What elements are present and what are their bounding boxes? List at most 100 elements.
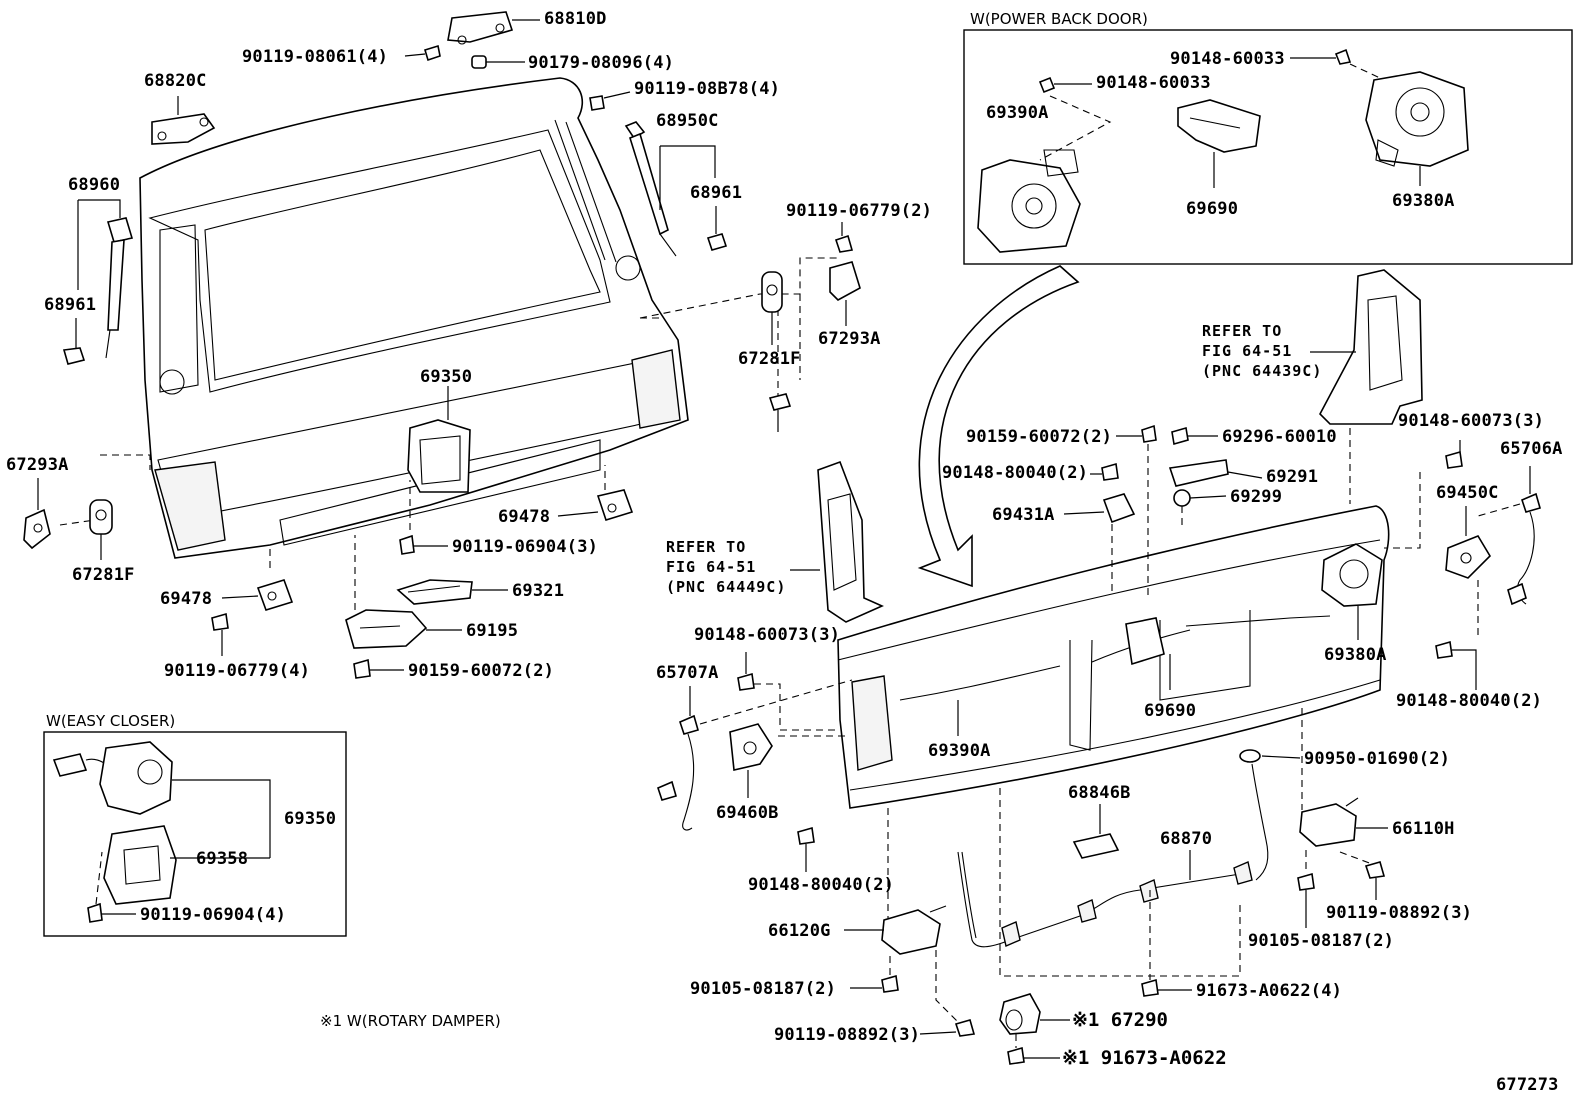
pbd-part-69380A[interactable]: 69380A [1365, 71, 1469, 211]
label-90119-08892-right: 90119-08892(3) [1326, 903, 1472, 923]
part-69321[interactable]: 69321 [396, 579, 564, 605]
label-68870: 68870 [1160, 829, 1212, 849]
part-65707A[interactable]: 65707A [656, 663, 719, 831]
pbd-part-90148-60033-a[interactable]: 90148-60033 [1038, 73, 1211, 94]
part-90159-60072-bottom[interactable]: 90159-60072(2) [353, 658, 554, 681]
label-67281F-left: 67281F [72, 565, 135, 585]
pbd-label-69690: 69690 [1186, 199, 1238, 219]
label-67293A-top: 67293A [818, 329, 881, 349]
part-68961-left[interactable]: 68961 [44, 295, 96, 365]
label-65707A: 65707A [656, 663, 719, 683]
part-68846B[interactable]: 68846B [1068, 783, 1131, 859]
part-67290[interactable]: ※1 67290 [999, 993, 1168, 1035]
part-69195[interactable]: 69195 [345, 609, 518, 649]
label-65706A: 65706A [1500, 439, 1563, 459]
part-69350[interactable]: 69350 [407, 367, 472, 493]
refer-lower-line2: FIG 64-51 [666, 558, 756, 576]
part-90148-80040-bottom[interactable]: 90148-80040(2) [748, 826, 894, 895]
label-69321: 69321 [512, 581, 564, 601]
lower-door-panel [837, 505, 1390, 809]
label-69390A: 69390A [928, 741, 991, 761]
part-68960[interactable]: 68960 [68, 175, 134, 359]
ec-part-69350[interactable]: 69350 [52, 741, 336, 858]
label-69291: 69291 [1266, 467, 1318, 487]
label-69299: 69299 [1230, 487, 1282, 507]
part-68950C[interactable]: 68950C [624, 111, 719, 257]
part-90119-08892-left[interactable]: 90119-08892(3) [774, 1019, 976, 1045]
label-90119-06779-top: 90119-06779(2) [786, 201, 932, 221]
label-68961-right: 68961 [690, 183, 742, 203]
part-67293A-left[interactable]: 67293A [6, 455, 69, 550]
label-66110H: 66110H [1392, 819, 1455, 839]
part-65706A[interactable]: 65706A [1500, 439, 1563, 606]
label-67281F-top: 67281F [738, 349, 801, 369]
bolt-icon [768, 393, 792, 411]
part-90148-60073-left[interactable]: 90148-60073(3) [694, 625, 840, 691]
part-69690[interactable]: 69690 [1125, 617, 1196, 721]
part-69478-left[interactable]: 69478 [160, 579, 294, 611]
part-69450C[interactable]: 69450C [1436, 483, 1499, 579]
part-90950-01690[interactable]: 90950-01690(2) [1239, 749, 1450, 769]
part-90119-08892-right[interactable]: 90119-08892(3) [1326, 861, 1472, 923]
part-66120G[interactable]: 66120G [768, 905, 947, 955]
label-90148-60073-left: 90148-60073(3) [694, 625, 840, 645]
label-91673-A0622-4: 91673-A0622(4) [1196, 981, 1342, 1001]
label-90119-08061: 90119-08061(4) [242, 47, 388, 67]
part-69478-right[interactable]: 69478 [498, 489, 634, 527]
part-90148-80040-right[interactable]: 90148-80040(2) [1396, 640, 1542, 711]
part-68870[interactable]: 68870 [957, 829, 1253, 948]
easy-closer-title: W(EASY CLOSER) [46, 712, 175, 730]
label-90159-60072-bottom: 90159-60072(2) [408, 661, 554, 681]
part-69460B[interactable]: 69460B [716, 723, 779, 823]
ec-label-69350: 69350 [284, 809, 336, 829]
part-90119-08061[interactable]: 90119-08061(4) [242, 44, 441, 67]
ec-part-69358[interactable]: 69358 [103, 825, 270, 905]
pbd-part-69690[interactable]: 69690 [1177, 99, 1261, 219]
label-69350: 69350 [420, 367, 472, 387]
part-68820C[interactable]: 68820C [144, 71, 216, 145]
part-90105-08187-left[interactable]: 90105-08187(2) [690, 974, 899, 999]
label-69690: 69690 [1144, 701, 1196, 721]
label-90159-60072-mid: 90159-60072(2) [966, 427, 1112, 447]
part-69390A[interactable]: 69390A [928, 700, 991, 761]
label-90119-06779-bottom: 90119-06779(4) [164, 661, 310, 681]
part-90105-08187-right[interactable]: 90105-08187(2) [1248, 872, 1394, 951]
part-90119-06779-top[interactable]: 90119-06779(2) [786, 201, 932, 253]
part-90119-06904[interactable]: 90119-06904(3) [399, 534, 598, 557]
label-90105-08187-right: 90105-08187(2) [1248, 931, 1394, 951]
part-91673-A0622[interactable]: ※1 91673-A0622 [1007, 1046, 1227, 1069]
part-90148-60073-right[interactable]: 90148-60073(3) [1398, 411, 1544, 469]
part-90148-80040-mid[interactable]: 90148-80040(2) [942, 462, 1119, 483]
label-90119-08892-left: 90119-08892(3) [774, 1025, 920, 1045]
label-90148-60073-right: 90148-60073(3) [1398, 411, 1544, 431]
part-68961-right[interactable]: 68961 [690, 183, 742, 251]
power-back-door-box: W(POWER BACK DOOR) 90148-60033 90148-600… [963, 10, 1573, 265]
part-69431A[interactable]: 69431A [992, 493, 1136, 525]
part-67293A-top[interactable]: 67293A [818, 261, 881, 349]
part-66110H[interactable]: 66110H [1299, 797, 1455, 847]
part-69380A[interactable]: 69380A [1321, 543, 1387, 665]
part-90179-08096[interactable]: 90179-08096(4) [471, 53, 674, 73]
refer-upper-line1: REFER TO [1202, 322, 1282, 340]
pbd-part-90148-60033-b[interactable]: 90148-60033 [1170, 48, 1352, 69]
pbd-label-69380A: 69380A [1392, 191, 1455, 211]
easy-closer-box: W(EASY CLOSER) 69350 69358 90119-06904(4… [43, 712, 347, 937]
ec-part-90119-06904[interactable]: 90119-06904(4) [87, 902, 286, 925]
power-back-door-title: W(POWER BACK DOOR) [970, 10, 1148, 28]
part-90159-60072-mid[interactable]: 90159-60072(2) [966, 424, 1157, 447]
pbd-part-69390A[interactable]: 69390A [977, 103, 1081, 253]
part-91673-A0622-4[interactable]: 91673-A0622(4) [1141, 978, 1342, 1001]
refer-lower-line3: (PNC 64449C) [666, 578, 786, 596]
part-67281F-top[interactable]: 67281F [738, 271, 801, 369]
part-90119-06779-bottom[interactable]: 90119-06779(4) [164, 612, 310, 681]
part-69299[interactable]: 69299 [1173, 487, 1282, 507]
part-69296-60010[interactable]: 69296-60010 [1171, 426, 1337, 447]
part-90119-08B78[interactable]: 90119-08B78(4) [589, 79, 780, 111]
part-68810D[interactable]: 68810D [447, 9, 607, 45]
part-69291[interactable]: 69291 [1168, 459, 1318, 487]
label-69460B: 69460B [716, 803, 779, 823]
part-67281F-left[interactable]: 67281F [72, 499, 135, 585]
label-90179-08096: 90179-08096(4) [528, 53, 674, 73]
